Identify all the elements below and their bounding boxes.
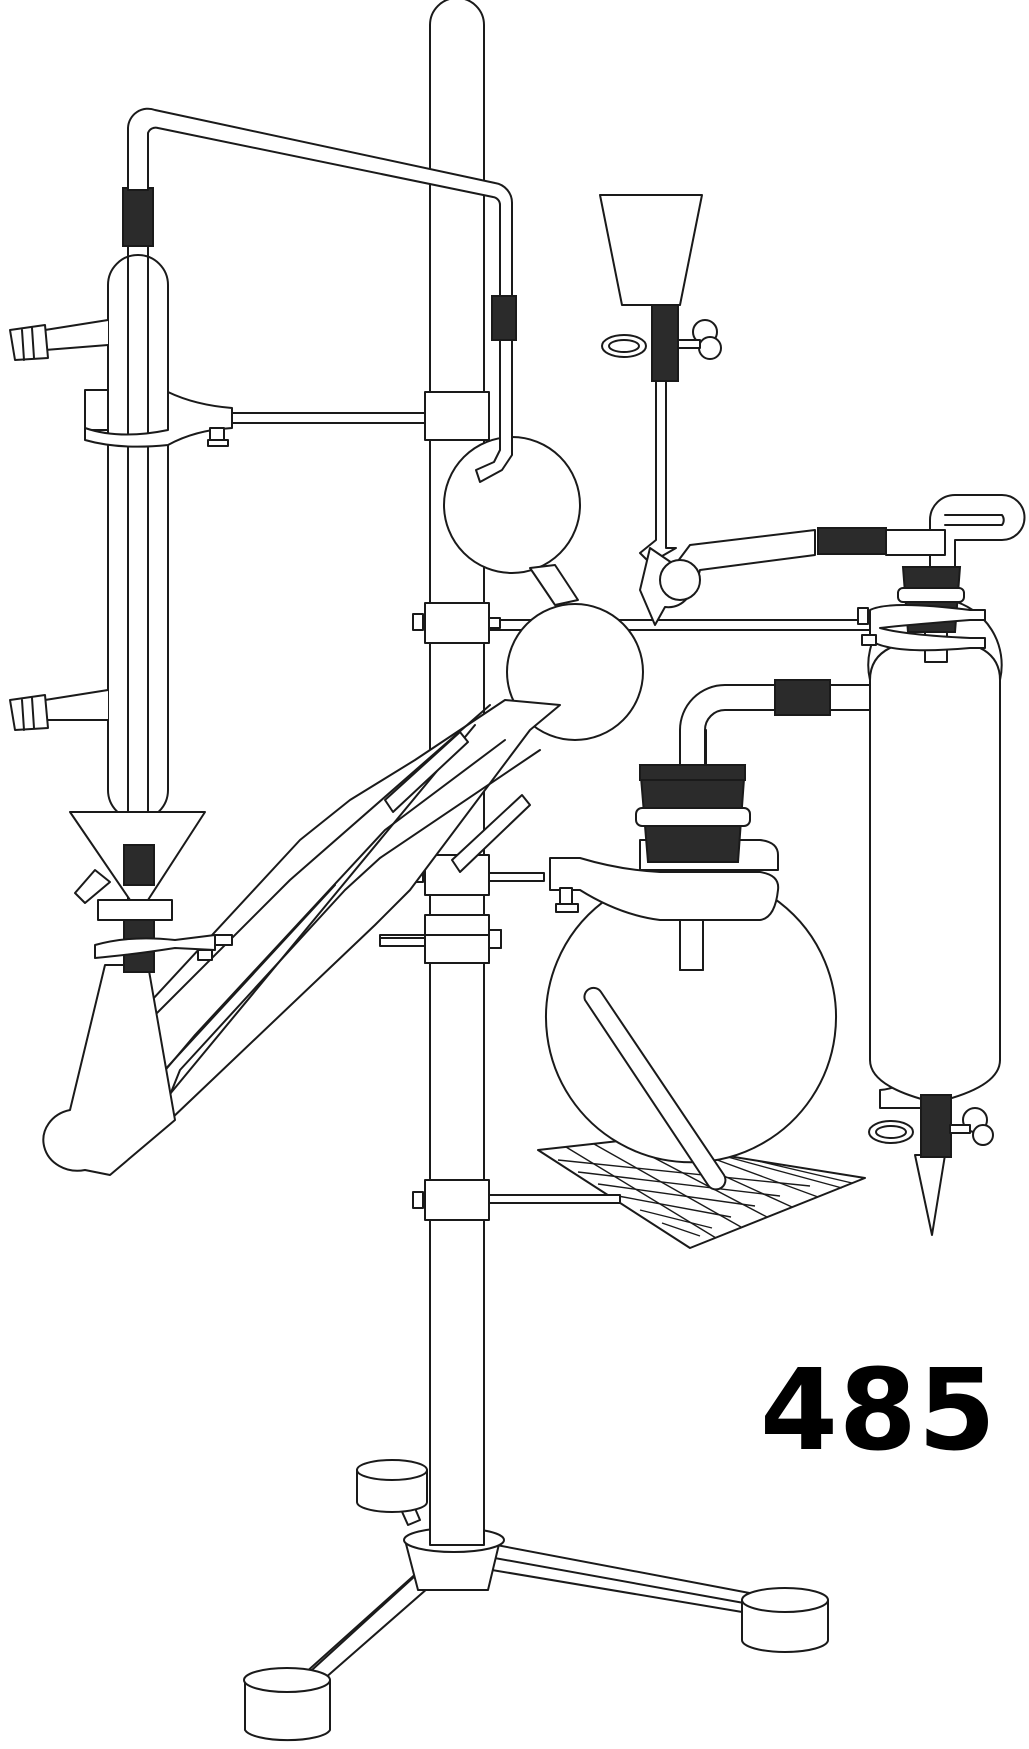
stand-clamp-middle (379, 929, 502, 964)
flask-delivery-tube (679, 679, 871, 766)
connecting-tube (127, 107, 517, 483)
receiver-flask (42, 811, 233, 1176)
gauze-ring-clamp (412, 1179, 621, 1221)
tripod-foot-right (741, 1587, 829, 1653)
figure-number: 485 (760, 1346, 997, 1476)
connecting-tube-rubber-connector (491, 295, 517, 341)
tripod-leg-right (469, 1539, 761, 1616)
condenser-clamp-upper (412, 602, 501, 644)
thermometer-in-flask (583, 986, 727, 1191)
tube-rubber-connector (774, 679, 831, 716)
side-arm-rubber-connector (817, 527, 887, 555)
reflux-condenser (9, 187, 490, 1041)
separatory-funnel (483, 566, 1003, 1236)
flask-rubber-stopper (635, 729, 751, 863)
tripod-foot-front (243, 1667, 331, 1742)
tripod-base (243, 1459, 829, 1742)
dropping-funnel (599, 194, 722, 564)
gas-inlet-tube (929, 494, 1026, 568)
tripod-foot-back (356, 1459, 428, 1513)
